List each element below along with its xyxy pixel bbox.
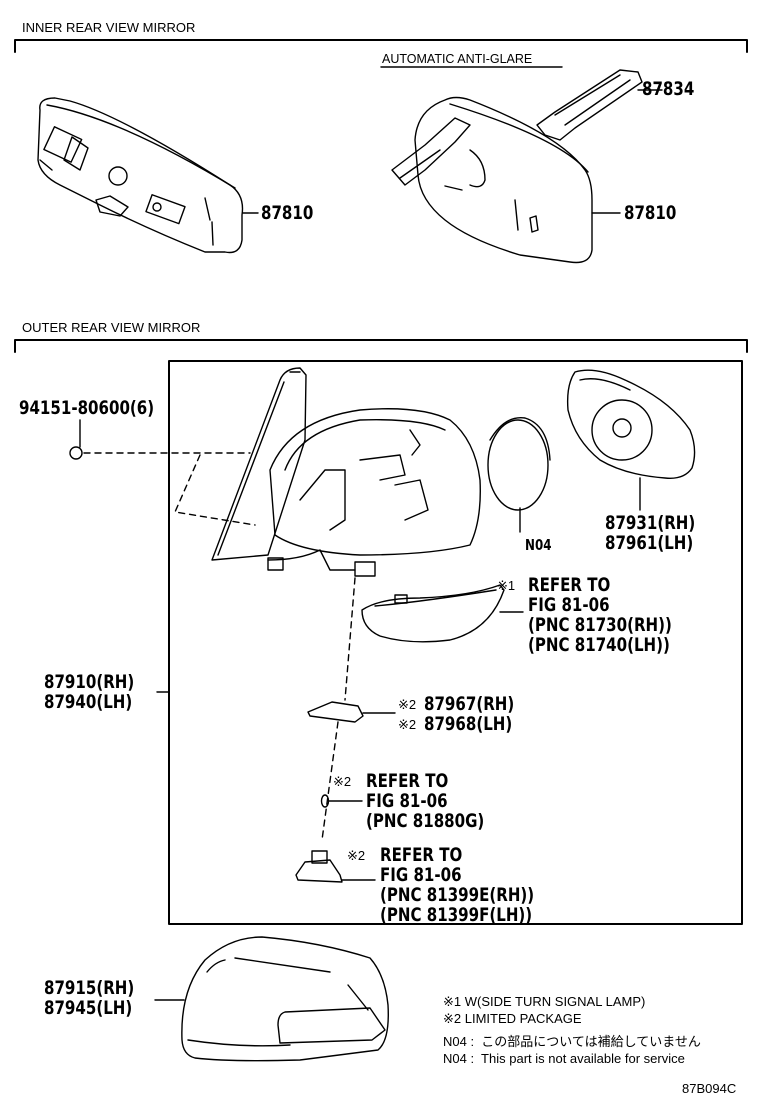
note-1: ※1 W(SIDE TURN SIGNAL LAMP) (443, 994, 646, 1009)
part-label-cover-rh[interactable]: 87915(RH) (44, 977, 135, 999)
section-title-outer: OUTER REAR VIEW MIRROR (22, 320, 201, 335)
ref-line: (PNC 81399F(LH)) (380, 904, 533, 926)
ref-line: FIG 81-06 (380, 864, 462, 886)
part-label-assembly-lh[interactable]: 87940(LH) (44, 691, 133, 713)
ref-line: REFER TO (528, 574, 611, 596)
part-label-motor-n04: N04 (525, 536, 552, 554)
part-label-87810-auto[interactable]: 87810 (624, 202, 677, 224)
part-label-87810-standard[interactable]: 87810 (261, 202, 314, 224)
ref-line: (PNC 81399E(RH)) (380, 884, 535, 906)
part-label-screw[interactable]: 94151-80600(6) (19, 397, 155, 419)
auto-mirror-drawing (391, 69, 663, 264)
note-mark-2: ※2 (333, 774, 352, 789)
ref-line: (PNC 81740(LH)) (528, 634, 670, 656)
inner-mirror-drawing (37, 97, 259, 254)
ref-line: FIG 81-06 (366, 790, 448, 812)
note-mark-2: ※2 (347, 848, 366, 863)
part-label-mirror-glass-rh[interactable]: 87931(RH) (605, 512, 696, 534)
part-label-87967: 87967(RH) (424, 693, 515, 715)
section-title-inner: INNER REAR VIEW MIRROR (22, 20, 196, 35)
note-n04-ja: N04 : この部品については補給していません (443, 1034, 701, 1049)
note-mark-1: ※1 (497, 578, 516, 593)
part-label-87834[interactable]: 87834 (642, 78, 695, 100)
part-label-mirror-glass-lh[interactable]: 87961(LH) (605, 532, 694, 554)
figure-code: 87B094C (682, 1081, 737, 1096)
part-label-cover-lh[interactable]: 87945(LH) (44, 997, 133, 1019)
anti-glare-subheading: AUTOMATIC ANTI-GLARE (382, 52, 533, 66)
legend-notes: ※1 W(SIDE TURN SIGNAL LAMP) ※2 LIMITED P… (443, 993, 701, 1067)
ref-line: FIG 81-06 (528, 594, 610, 616)
part-label-87968: 87968(LH) (424, 713, 513, 735)
ref-line: (PNC 81880G) (366, 810, 485, 832)
note-2: ※2 LIMITED PACKAGE (443, 1011, 582, 1026)
ref-line: (PNC 81730(RH)) (528, 614, 672, 636)
ref-line: REFER TO (380, 844, 463, 866)
note-mark-2: ※2 (398, 717, 417, 732)
note-n04-en: N04 : This part is not available for ser… (443, 1051, 685, 1066)
outer-mirror-drawing (69, 367, 696, 1062)
ref-line: REFER TO (366, 770, 449, 792)
part-label-assembly-rh[interactable]: 87910(RH) (44, 671, 135, 693)
note-mark-2: ※2 (398, 697, 417, 712)
